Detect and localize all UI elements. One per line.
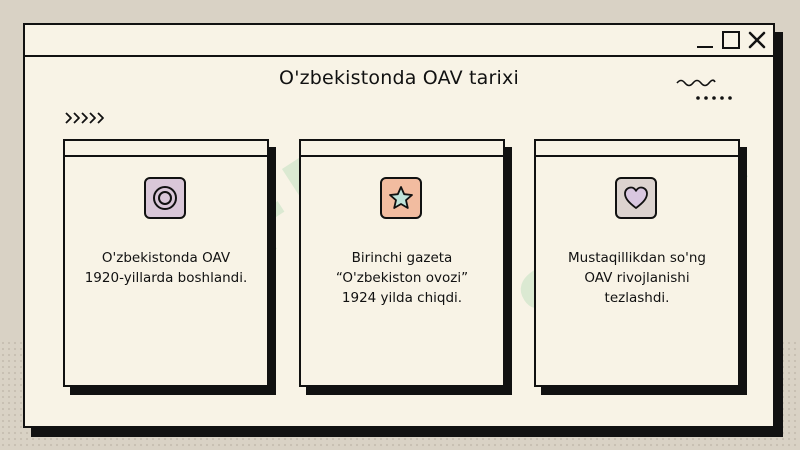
dots-decoration-icon — [696, 96, 732, 100]
info-card-2: Birinchi gazeta “O'zbekiston ovozi” 1924… — [299, 139, 505, 387]
close-icon — [748, 31, 766, 49]
chevrons-decoration-icon — [65, 112, 104, 124]
info-card-3: Mustaqillikdan so'ng OAV rivojlanishi te… — [534, 139, 740, 387]
maximize-button[interactable] — [720, 29, 742, 51]
squiggle-decoration-icon — [676, 79, 716, 87]
card-text: Birinchi gazeta “O'zbekiston ovozi” 1924… — [335, 250, 469, 306]
target-icon — [144, 177, 186, 219]
minimize-icon — [697, 45, 713, 49]
card-text: Mustaqillikdan so'ng OAV rivojlanishi te… — [567, 250, 706, 306]
minimize-button[interactable] — [694, 29, 716, 51]
heart-icon — [615, 177, 657, 219]
title-bar — [25, 25, 773, 57]
card-header-bar — [65, 141, 267, 157]
info-card-1: O'zbekistonda OAV 1920-yillarda boshland… — [63, 139, 269, 387]
app-window: O'zbekistonda OAV tarixi SOFF SOFF — [23, 23, 785, 428]
star-icon — [380, 177, 422, 219]
card-text: O'zbekistonda OAV 1920-yillarda boshland… — [84, 250, 248, 286]
close-button[interactable] — [746, 29, 768, 51]
page-title: O'zbekistonda OAV tarixi — [279, 67, 519, 89]
card-header-bar — [301, 141, 503, 157]
maximize-icon — [722, 31, 740, 49]
card-header-bar — [536, 141, 738, 157]
